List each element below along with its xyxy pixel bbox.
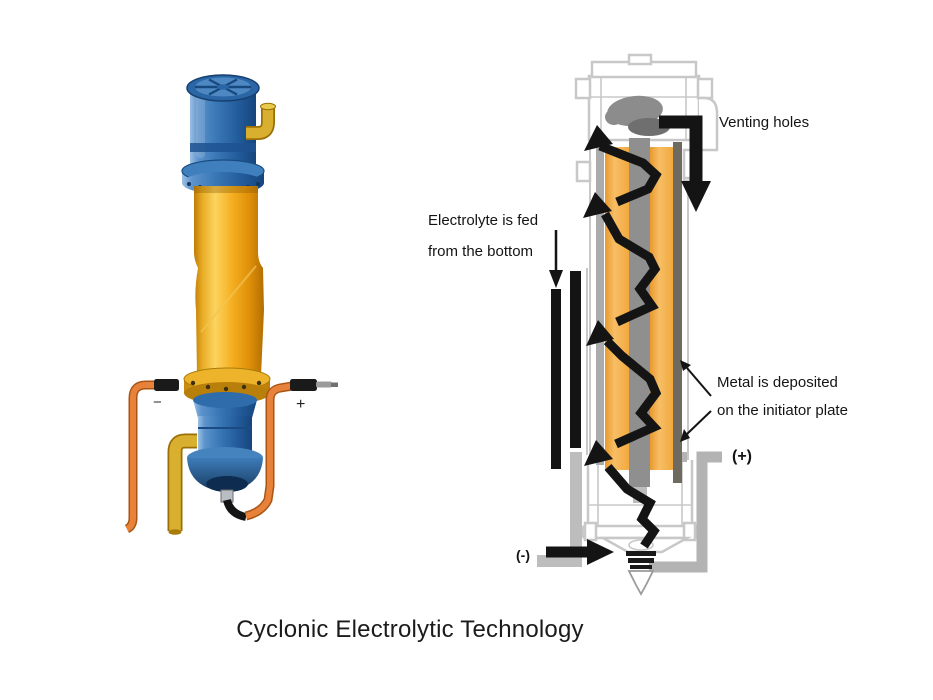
pointer-arrow-icon: [680, 360, 691, 371]
photo-motor-head: [186, 74, 260, 168]
photo-negative-terminal-label: −: [153, 394, 162, 411]
schematic-frames: [537, 451, 722, 573]
metal-deposit-label-line1: Metal is deposited: [717, 374, 838, 391]
cell-wall-left: [596, 143, 604, 465]
flow-zigzag-arrows: [598, 141, 662, 549]
photo-positive-terminal-label: +: [296, 396, 306, 413]
frame-left: [537, 452, 582, 567]
flow-arrowheads: [583, 125, 614, 466]
schematic-motor-blob: [605, 95, 670, 136]
metal-deposit-label-line2: on the initiator plate: [717, 402, 848, 419]
label-pointer-arrows: [680, 360, 712, 442]
vent-arrow-icon: [659, 115, 711, 212]
anode-label: (+): [732, 448, 752, 465]
up-arrow-icon: [586, 320, 614, 346]
up-arrow-icon: [584, 440, 613, 466]
photo-drain-pipe: [167, 433, 197, 535]
inlet-arrow-icon: [546, 539, 614, 565]
photo-column: [194, 186, 264, 376]
figure-title: Cyclonic Electrolytic Technology: [236, 616, 584, 643]
photo-top-elbow-pipe: [246, 102, 276, 140]
cable-lug: [154, 379, 179, 391]
feed-tube-inner: [570, 271, 581, 448]
feed-arrow-icon: [549, 230, 563, 288]
photo-lower-body: [187, 392, 263, 503]
photo-render: [124, 74, 338, 535]
frame-right: [649, 451, 722, 573]
up-arrow-icon: [583, 192, 612, 218]
electrolyte-label-line1: Electrolyte is fed: [428, 212, 539, 229]
cell-wall-right: [673, 142, 682, 483]
schematic-threaded-tip: [626, 551, 656, 596]
schematic: [537, 53, 722, 596]
electrolyte-label-line2: from the bottom: [428, 243, 534, 260]
flange-bolts: [190, 380, 262, 392]
feed-tube-outer: [551, 289, 561, 469]
cathode-label: (-): [516, 547, 530, 563]
cable-lug: [290, 379, 317, 391]
up-arrow-icon: [584, 125, 613, 151]
photo-cable-negative: [124, 379, 179, 534]
pointer-arrow-icon: [680, 429, 690, 442]
photo-bottom-connector: [223, 498, 247, 521]
feed-tubes: [551, 271, 581, 469]
venting-holes-label: Venting holes: [719, 114, 810, 131]
photo-cable-positive: [244, 379, 338, 521]
